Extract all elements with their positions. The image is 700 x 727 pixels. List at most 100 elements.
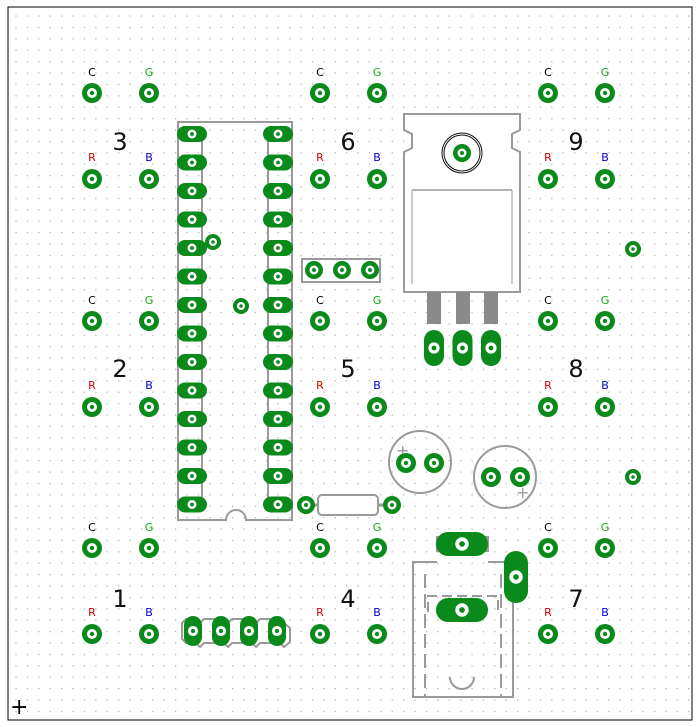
led-green-label: G <box>601 521 610 534</box>
led-pad-green <box>595 538 615 558</box>
via-pad <box>625 241 641 257</box>
jack-pad-side <box>504 551 528 603</box>
led-pad-blue <box>367 169 387 189</box>
regulator-lead-2 <box>456 292 470 324</box>
dip-pin-left-4 <box>177 211 207 228</box>
led-common-label: C <box>88 294 96 307</box>
led-green-label: G <box>145 294 154 307</box>
resistor <box>306 494 392 516</box>
capacitor-left-pad-1 <box>396 453 416 473</box>
dip-pin-left-1 <box>177 126 207 142</box>
led-pad-blue <box>139 397 159 417</box>
dip-pin-right-2 <box>263 154 293 171</box>
led-pad-red <box>82 397 102 417</box>
jack-barrel <box>449 676 475 690</box>
led-pad-green <box>139 83 159 103</box>
dip-pin-left-6 <box>177 268 207 285</box>
header-bottom-pin-3 <box>240 616 258 646</box>
led-pad-blue <box>367 397 387 417</box>
header-bottom-pin-2 <box>212 616 230 646</box>
resistor-pad-2 <box>383 496 401 514</box>
header-top-pin-2 <box>333 261 351 279</box>
regulator-tab-pad <box>453 144 471 162</box>
regulator-mount-hole-ring-inner <box>443 134 481 172</box>
led-pad-common <box>310 538 330 558</box>
led-pad-green <box>595 83 615 103</box>
led-blue-label: B <box>145 151 153 164</box>
led-red-label: R <box>316 151 324 164</box>
led-pad-common <box>310 83 330 103</box>
led-group-number: 7 <box>568 585 583 613</box>
header-top-pin-1 <box>305 261 323 279</box>
dip-pin-right-13 <box>263 468 293 484</box>
led-group-number: 8 <box>568 355 583 383</box>
led-pad-red <box>310 397 330 417</box>
led-pad-green <box>367 538 387 558</box>
led-group-5: C G R B 5 <box>310 294 387 417</box>
led-blue-label: B <box>373 606 381 619</box>
regulator-mount-hole-ring <box>441 132 483 174</box>
led-pad-common <box>538 83 558 103</box>
led-red-label: R <box>88 379 96 392</box>
via-pad <box>625 469 641 485</box>
led-group-number: 3 <box>112 128 127 156</box>
dip-pin-left-2 <box>177 154 207 171</box>
led-red-label: R <box>544 151 552 164</box>
dip-pin-right-6 <box>263 268 293 285</box>
led-green-label: G <box>601 294 610 307</box>
via-pad <box>205 234 221 250</box>
dip-pin-left-14 <box>177 496 207 513</box>
pin-header-top <box>301 258 381 283</box>
capacitor-right-outline <box>473 445 537 509</box>
dip-pin-right-1 <box>263 126 293 142</box>
dip-pin-left-7 <box>177 297 207 313</box>
led-common-label: C <box>544 521 552 534</box>
regulator-lead-1 <box>427 292 441 324</box>
dip-pin-left-8 <box>177 325 207 342</box>
led-pad-green <box>139 538 159 558</box>
header-top-pin-3 <box>361 261 379 279</box>
led-red-label: R <box>88 151 96 164</box>
capacitor-left-pad-2 <box>424 453 444 473</box>
led-common-label: C <box>316 294 324 307</box>
jack-pad-center <box>436 598 488 622</box>
resistor-pad-1 <box>297 496 315 514</box>
origin-marker: + <box>10 695 28 720</box>
pin-header-bottom <box>181 616 291 649</box>
led-group-7: C G R B 7 <box>538 521 615 644</box>
led-blue-label: B <box>373 379 381 392</box>
led-pad-blue <box>595 169 615 189</box>
led-pad-red <box>310 624 330 644</box>
led-blue-label: B <box>601 379 609 392</box>
regulator-body <box>403 113 521 293</box>
led-common-label: C <box>316 66 324 79</box>
header-bottom-pin-4 <box>268 616 286 646</box>
capacitor-right-pad-2 <box>510 467 530 487</box>
regulator-lead-3 <box>484 292 498 324</box>
led-group-number: 6 <box>340 128 355 156</box>
led-pad-red <box>538 624 558 644</box>
led-red-label: R <box>544 606 552 619</box>
regulator-lead-pad-2 <box>452 330 473 366</box>
led-pad-common <box>82 83 102 103</box>
led-green-label: G <box>373 294 382 307</box>
dip-pin-left-11 <box>177 411 207 427</box>
led-blue-label: B <box>601 606 609 619</box>
led-green-label: G <box>145 66 154 79</box>
led-red-label: R <box>316 379 324 392</box>
led-pad-red <box>538 169 558 189</box>
led-pad-blue <box>595 624 615 644</box>
dip-pin-left-10 <box>177 382 207 399</box>
led-red-label: R <box>544 379 552 392</box>
led-group-number: 5 <box>340 355 355 383</box>
led-green-label: G <box>601 66 610 79</box>
led-common-label: C <box>544 66 552 79</box>
